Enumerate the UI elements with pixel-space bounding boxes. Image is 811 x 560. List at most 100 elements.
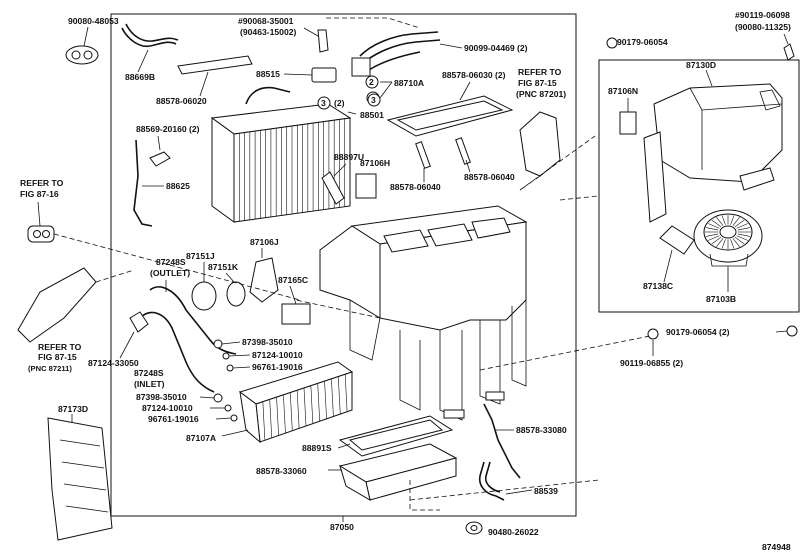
circle-3c-label: 3 xyxy=(371,95,376,105)
ref-circle-3c xyxy=(367,93,381,107)
label-90119-06098: #90119-06098 xyxy=(735,10,790,20)
blower-blade xyxy=(716,238,724,247)
label-96761-19016-a: 96761-19016 xyxy=(252,362,303,372)
clamp-87124-33050[interactable] xyxy=(129,311,149,333)
label-88891S: 88891S xyxy=(302,443,332,453)
thermistor-88515[interactable] xyxy=(311,67,337,83)
label-88501: 88501 xyxy=(360,110,384,120)
clip-90068[interactable] xyxy=(317,29,329,53)
blower-blade xyxy=(737,227,751,231)
blower-case-87130d[interactable] xyxy=(643,83,783,223)
nut-90179-06054-top[interactable] xyxy=(606,37,618,49)
refer-87-16-line1: REFER TO xyxy=(20,178,64,188)
ref-circle-2 xyxy=(365,75,379,89)
evaporator-88501[interactable] xyxy=(210,103,352,223)
label-90480-26022: 90480-26022 xyxy=(488,527,539,537)
oring-96761-b[interactable] xyxy=(230,414,238,422)
sensor-88897u[interactable] xyxy=(321,171,345,205)
label-87124-10010-a: 87124-10010 xyxy=(252,350,303,360)
label-87124-33050: 87124-33050 xyxy=(88,358,139,368)
label-88578-06030: 88578-06030 (2) xyxy=(442,70,506,80)
clamp-87124-b[interactable] xyxy=(224,404,232,412)
heater-core-fin xyxy=(310,385,314,424)
label-87106N: 87106N xyxy=(608,86,638,96)
heater-core-87107a[interactable] xyxy=(238,361,354,444)
cover-87173d[interactable] xyxy=(47,417,113,541)
lever-87151j[interactable] xyxy=(191,281,217,311)
heater-core-fin xyxy=(296,390,300,429)
label-88569-20160: 88569-20160 (2) xyxy=(136,124,200,134)
blower-blade xyxy=(737,233,751,237)
blower-blade xyxy=(721,215,726,225)
ref-circle-3b xyxy=(317,96,331,110)
heater-hose-outlet[interactable] xyxy=(149,286,237,355)
blower-blade xyxy=(711,237,722,245)
blower-blade xyxy=(730,215,735,225)
label-90099-04469: 90099-04469 (2) xyxy=(464,43,528,53)
evaporator-pipe xyxy=(245,86,291,105)
heater-core-fin xyxy=(289,392,293,431)
seal-88578-06040-b[interactable] xyxy=(455,137,471,165)
duct-ref-87-15-bot[interactable] xyxy=(17,267,97,343)
heater-hose-inlet[interactable] xyxy=(139,311,215,393)
expansion-valve-88710a[interactable] xyxy=(351,31,441,77)
heater-core-fin xyxy=(317,383,321,422)
servo-motor-87106j[interactable] xyxy=(249,257,279,303)
drain-hose-88539[interactable] xyxy=(478,461,505,501)
sensor-wire-88625[interactable] xyxy=(133,139,153,227)
label-96761-19016-b: 96761-19016 xyxy=(148,414,199,424)
bolt-90119-06855[interactable] xyxy=(647,328,659,340)
clip-87398-b[interactable] xyxy=(213,393,223,403)
blower-blade xyxy=(707,223,720,229)
seal-88578-06040-a[interactable] xyxy=(415,141,431,169)
bracket-87138c[interactable] xyxy=(659,225,695,255)
drain-88578-33080[interactable] xyxy=(483,403,521,479)
label-90080-48053: 90080-48053 xyxy=(68,16,119,26)
circle-3-count: (2) xyxy=(334,98,345,108)
label-88578-06020: 88578-06020 xyxy=(156,96,207,106)
grommet-part[interactable] xyxy=(65,45,99,65)
blower-blade xyxy=(721,239,726,249)
heater-core-fin xyxy=(303,387,307,427)
refer-87-15-bot-line1: REFER TO xyxy=(38,342,82,352)
clamp-88569[interactable] xyxy=(149,151,171,167)
refer-87-15-top-line1: REFER TO xyxy=(518,67,562,77)
heater-core-fin xyxy=(276,397,279,436)
heater-case-87050[interactable] xyxy=(319,205,528,421)
label-90179-06054-bot: 90179-06054 (2) xyxy=(666,327,730,337)
heater-core-fin xyxy=(344,374,348,413)
heater-core-fin xyxy=(331,378,334,417)
heater-core-fin xyxy=(269,399,273,438)
label-87248S-outlet: 87248S xyxy=(156,257,186,267)
blower-blade xyxy=(705,227,719,231)
bolt-90119-06098[interactable] xyxy=(783,43,795,61)
label-90119-06855: 90119-06855 (2) xyxy=(620,358,683,368)
heater-core-fin xyxy=(283,394,286,433)
label-90068-35001: #90068-35001 xyxy=(238,16,294,26)
refer-87-15-top-line2: FIG 87-15 xyxy=(518,78,557,88)
label-88578-06040-a: 88578-06040 xyxy=(390,182,441,192)
lever-87151k[interactable] xyxy=(226,281,246,307)
tray-88578-33060[interactable] xyxy=(338,443,458,502)
oring-96761-a[interactable] xyxy=(226,364,234,372)
resistor-87165c[interactable] xyxy=(281,303,311,325)
label-87398-35010-b: 87398-35010 xyxy=(136,392,187,402)
heater-core-fin xyxy=(337,376,341,415)
filter-87106h[interactable] xyxy=(355,173,377,199)
filter-87106n[interactable] xyxy=(619,111,637,135)
heater-core-fin xyxy=(262,401,266,440)
clamp-87124-a[interactable] xyxy=(222,352,230,360)
diagram-reference-number: 874948 xyxy=(762,542,791,552)
blower-blade xyxy=(734,219,745,227)
duct-ref-87-15-top[interactable] xyxy=(519,111,561,177)
drain-hose-88669b[interactable] xyxy=(121,27,177,48)
label-87173D: 87173D xyxy=(58,404,88,414)
nut-90179-06054-bot[interactable] xyxy=(786,325,798,337)
blower-blade xyxy=(711,219,722,227)
bolt-90099-04469[interactable] xyxy=(439,43,463,49)
label-87138C: 87138C xyxy=(643,281,673,291)
clip-87398-a[interactable] xyxy=(213,339,223,349)
seal-88578-06020[interactable] xyxy=(177,55,253,75)
duct-ref-87-16[interactable] xyxy=(27,225,55,243)
